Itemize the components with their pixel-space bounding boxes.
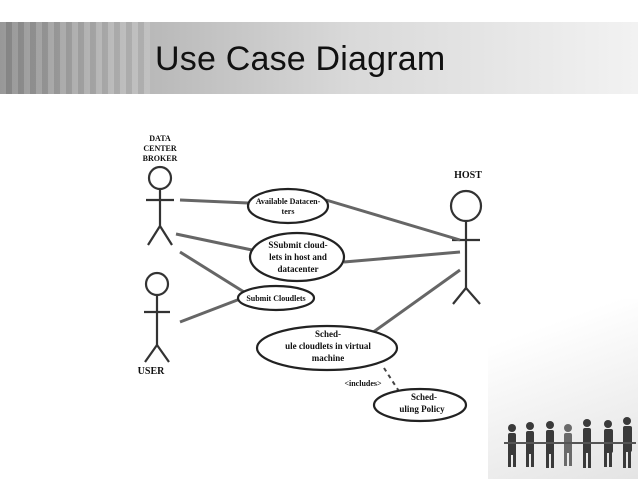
slide-title: Use Case Diagram [155,40,446,78]
association-lines [175,198,461,335]
broker-label-line-3: BROKER [143,154,178,163]
actor-broker-figure [146,165,174,246]
submit-host-label-line-2: lets in host and [269,252,327,262]
title-band-stripes [0,22,150,94]
usecase-schedule-cloudlets [255,324,399,372]
submit-cloudlets-label: Submit Cloudlets [246,294,305,303]
usecase-submit-cloudlets [236,284,316,312]
broker-label-line-2: CENTER [143,144,177,153]
submit-host-label-line-1: SSubmit cloud- [268,240,327,250]
policy-label-line-1: Sched- [411,392,437,402]
user-label: USER [138,366,165,377]
usecase-submit-cloudlets-host [248,231,346,283]
schedule-label-line-2: ule cloudlets in virtual [285,341,371,351]
usecase-scheduling-policy [372,387,468,423]
schedule-label-line-1: Sched- [315,329,341,339]
available-label-line-2: ters [282,207,295,216]
actor-user-figure [144,271,170,363]
includes-label: <includes> [344,379,382,388]
host-label: HOST [454,170,482,181]
schedule-label-line-3: machine [312,353,345,363]
submit-host-label-line-3: datacenter [278,264,319,274]
title-band [0,22,638,94]
available-label-line-1: Available Datacen- [256,197,321,206]
actor-host-figure [449,189,483,305]
policy-label-line-2: uling Policy [399,404,445,414]
usecase-available-datacenters [246,187,330,225]
people-silhouettes [504,417,636,468]
broker-label-line-1: DATA [149,134,171,143]
